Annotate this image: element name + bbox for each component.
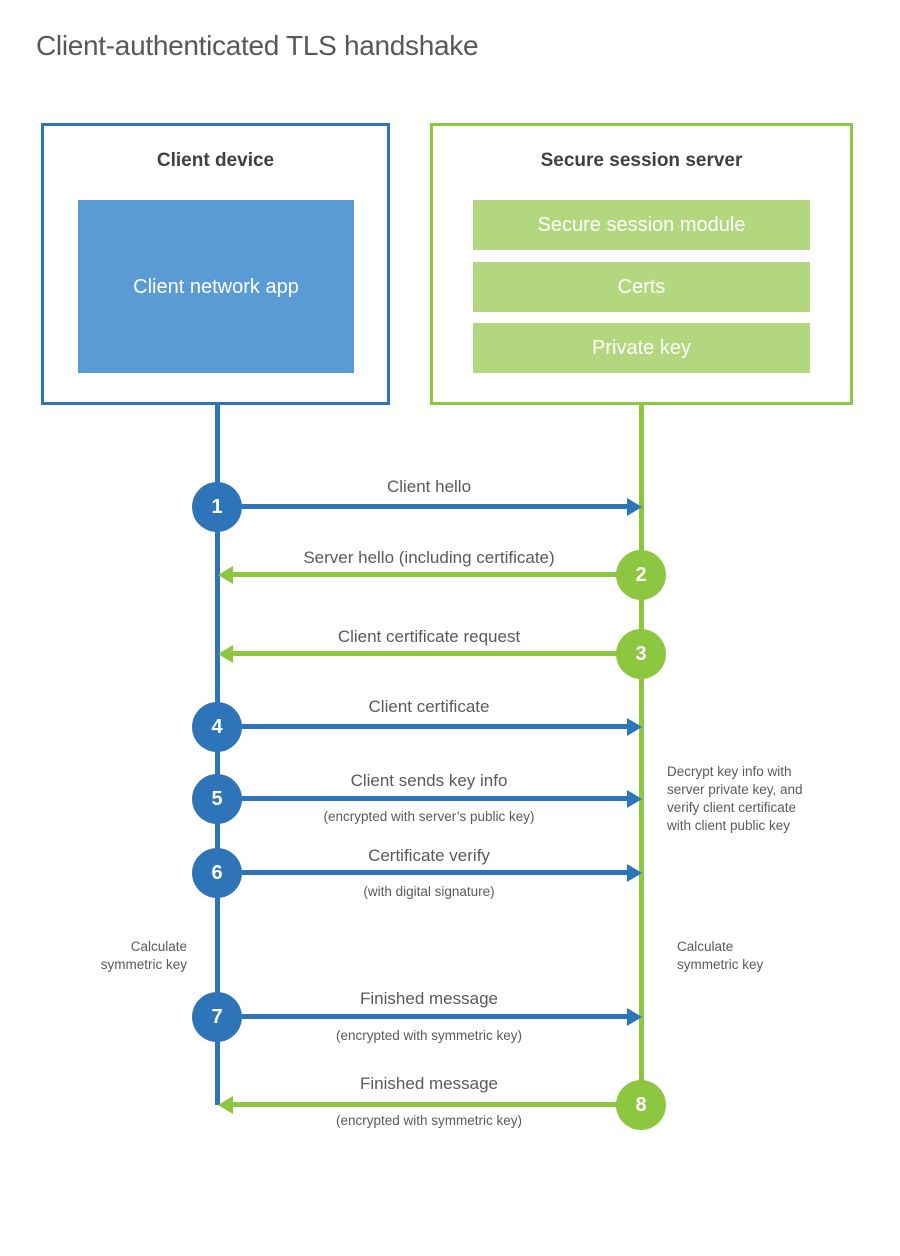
step-circle: 5 (192, 774, 242, 824)
arrow-line (233, 651, 618, 656)
arrow-left-icon (218, 645, 233, 663)
server-module-secure-session: Secure session module (473, 200, 810, 250)
message-label: Client certificate (368, 697, 490, 716)
message-label: Client certificate request (337, 627, 521, 646)
message-label: Server hello (including certificate) (303, 548, 555, 567)
client-device-title: Client device (156, 150, 275, 171)
arrow-line (242, 504, 628, 509)
calculate-symmetric-key-note-server: Calculate symmetric key (677, 939, 764, 972)
arrow-right-icon (627, 864, 642, 882)
client-network-app-box: Client network app (78, 200, 354, 373)
step-circle: 6 (192, 848, 242, 898)
message-label: Client hello (386, 477, 472, 496)
decrypt-key-note: Decrypt key info with server private key… (667, 764, 803, 833)
message-sublabel: (with digital signature) (363, 884, 495, 899)
step-circle: 7 (192, 992, 242, 1042)
message-sublabel: (encrypted with server’s public key) (323, 809, 535, 824)
client-lifeline (215, 405, 220, 1105)
server-module-private-key: Private key (473, 323, 810, 373)
arrow-line (242, 724, 628, 729)
step-circle: 4 (192, 702, 242, 752)
message-sublabel: (encrypted with symmetric key) (335, 1113, 523, 1128)
server-module-certs: Certs (473, 262, 810, 312)
arrow-right-icon (627, 718, 642, 736)
calculate-symmetric-key-note-client: Calculate symmetric key (100, 939, 187, 972)
arrow-line (242, 796, 628, 801)
secure-session-server-title: Secure session server (540, 150, 743, 171)
step-circle: 3 (616, 629, 666, 679)
message-label: Finished message (360, 1074, 498, 1093)
server-lifeline (639, 405, 644, 1105)
message-sublabel: (encrypted with symmetric key) (335, 1028, 523, 1043)
arrow-right-icon (627, 498, 642, 516)
message-label: Finished message (360, 989, 498, 1008)
page-title: Client-authenticated TLS handshake (36, 30, 479, 61)
arrow-line (242, 870, 628, 875)
arrow-right-icon (627, 1008, 642, 1026)
arrow-line (233, 572, 618, 577)
client-network-app-label: Client network app (133, 275, 299, 298)
message-label: Client sends key info (350, 771, 508, 790)
step-circle: 8 (616, 1080, 666, 1130)
arrow-line (233, 1102, 618, 1107)
message-label: Certificate verify (368, 846, 490, 865)
arrow-line (242, 1014, 628, 1019)
arrow-left-icon (218, 1096, 233, 1114)
step-circle: 2 (616, 550, 666, 600)
arrow-left-icon (218, 566, 233, 584)
arrow-right-icon (627, 790, 642, 808)
step-circle: 1 (192, 482, 242, 532)
